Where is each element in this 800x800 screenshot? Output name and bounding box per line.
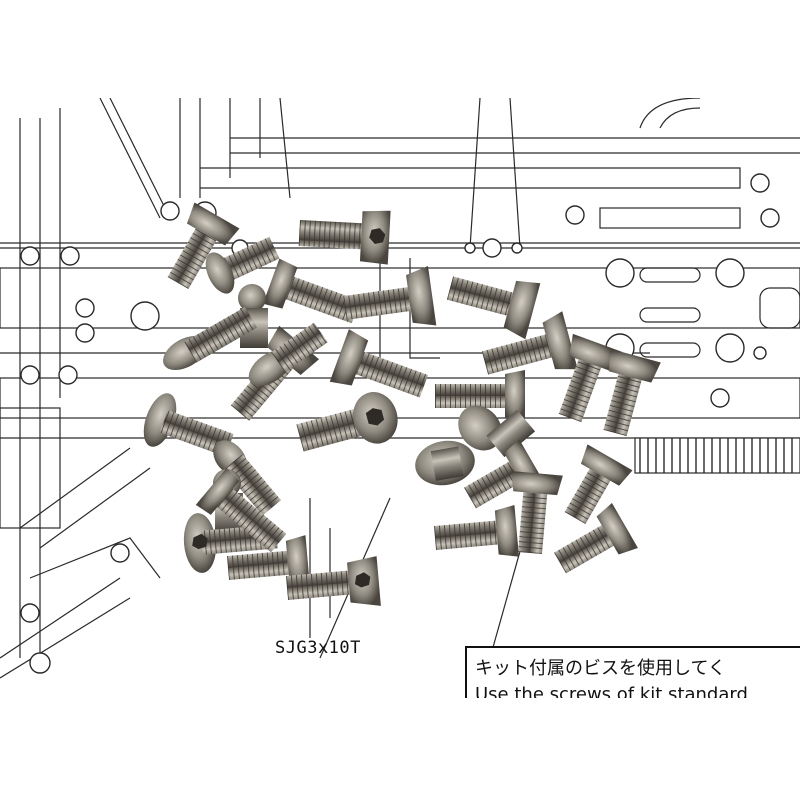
screws-pile	[143, 202, 661, 606]
notice-box: キット付属のビスを使用してく Use the screws of kit sta…	[465, 646, 800, 698]
product-photo: SJG3x10T キット付属のビスを使用してく Use the screws o…	[0, 98, 800, 698]
gear-rack	[634, 437, 800, 474]
notice-english: Use the screws of kit standard	[475, 684, 748, 698]
diagram-holes	[20, 173, 780, 674]
part-label: SJG3x10T	[275, 638, 361, 658]
notice-japanese: キット付属のビスを使用してく	[475, 658, 726, 679]
assembly-diagram	[0, 98, 800, 679]
